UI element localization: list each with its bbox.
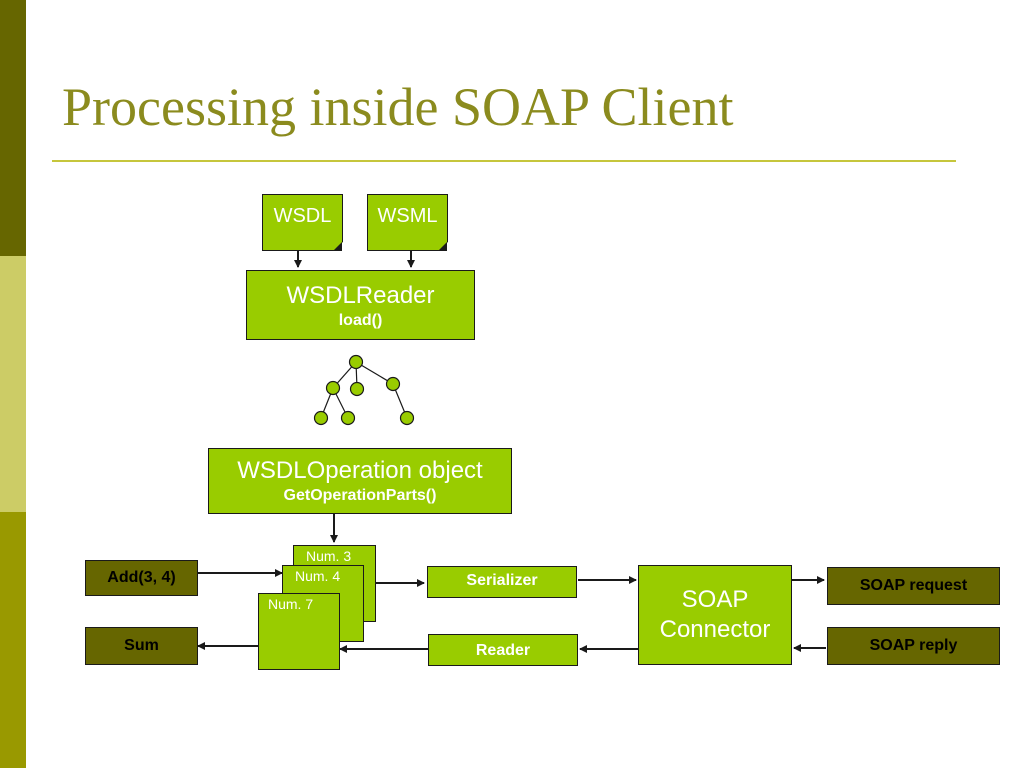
soap-connector-line1: SOAP <box>681 586 749 613</box>
wsdl-operation-box: WSDLOperation object GetOperationParts() <box>208 448 512 514</box>
tree-node <box>399 410 415 426</box>
wsml-fold-corner <box>438 242 447 251</box>
wsdl-reader-title: WSDLReader <box>286 282 435 309</box>
wsdl-fold-corner <box>333 242 342 251</box>
serializer-box: Serializer <box>427 566 577 598</box>
wsdl-document: WSDL <box>262 194 343 251</box>
wsdl-reader-method: load() <box>338 312 383 329</box>
soap-request-box: SOAP request <box>827 567 1000 605</box>
add-call-label: Add(3, 4) <box>107 569 176 586</box>
sum-result-box: Sum <box>85 627 198 665</box>
reader-label: Reader <box>475 642 531 659</box>
title-underline <box>52 160 956 162</box>
left-strip-middle <box>0 256 26 512</box>
soap-connector-box: SOAP Connector <box>638 565 792 665</box>
slide-title: Processing inside SOAP Client <box>62 77 734 137</box>
wsml-document: WSML <box>367 194 448 251</box>
tree-node <box>385 376 401 392</box>
left-strip-bottom <box>0 512 26 768</box>
tree-node <box>313 410 329 426</box>
soap-connector-line2: Connector <box>659 616 771 643</box>
part-label: Num. 4 <box>295 568 341 584</box>
wsdl-label: WSDL <box>273 205 332 227</box>
tree-node <box>325 380 341 396</box>
left-strip-top <box>0 0 26 256</box>
part-label: Num. 3 <box>306 548 352 564</box>
serializer-label: Serializer <box>466 572 538 589</box>
wsdl-operation-method: GetOperationParts() <box>283 487 437 504</box>
tree-node <box>349 381 365 397</box>
soap-reply-box: SOAP reply <box>827 627 1000 665</box>
sum-result-label: Sum <box>124 637 159 654</box>
part-label: Num. 7 <box>268 596 314 612</box>
tree-node-root <box>348 354 364 370</box>
reader-box: Reader <box>428 634 578 666</box>
soap-request-label: SOAP request <box>859 577 968 594</box>
wsdl-reader-box: WSDLReader load() <box>246 270 475 340</box>
wsdl-operation-title: WSDLOperation object <box>237 457 483 484</box>
tree-nodes <box>313 354 415 426</box>
tree-node <box>340 410 356 426</box>
soap-reply-label: SOAP reply <box>869 637 958 654</box>
part-num-7: Num. 7 <box>258 593 340 670</box>
wsml-label: WSML <box>377 205 438 227</box>
add-call-box: Add(3, 4) <box>85 560 198 596</box>
